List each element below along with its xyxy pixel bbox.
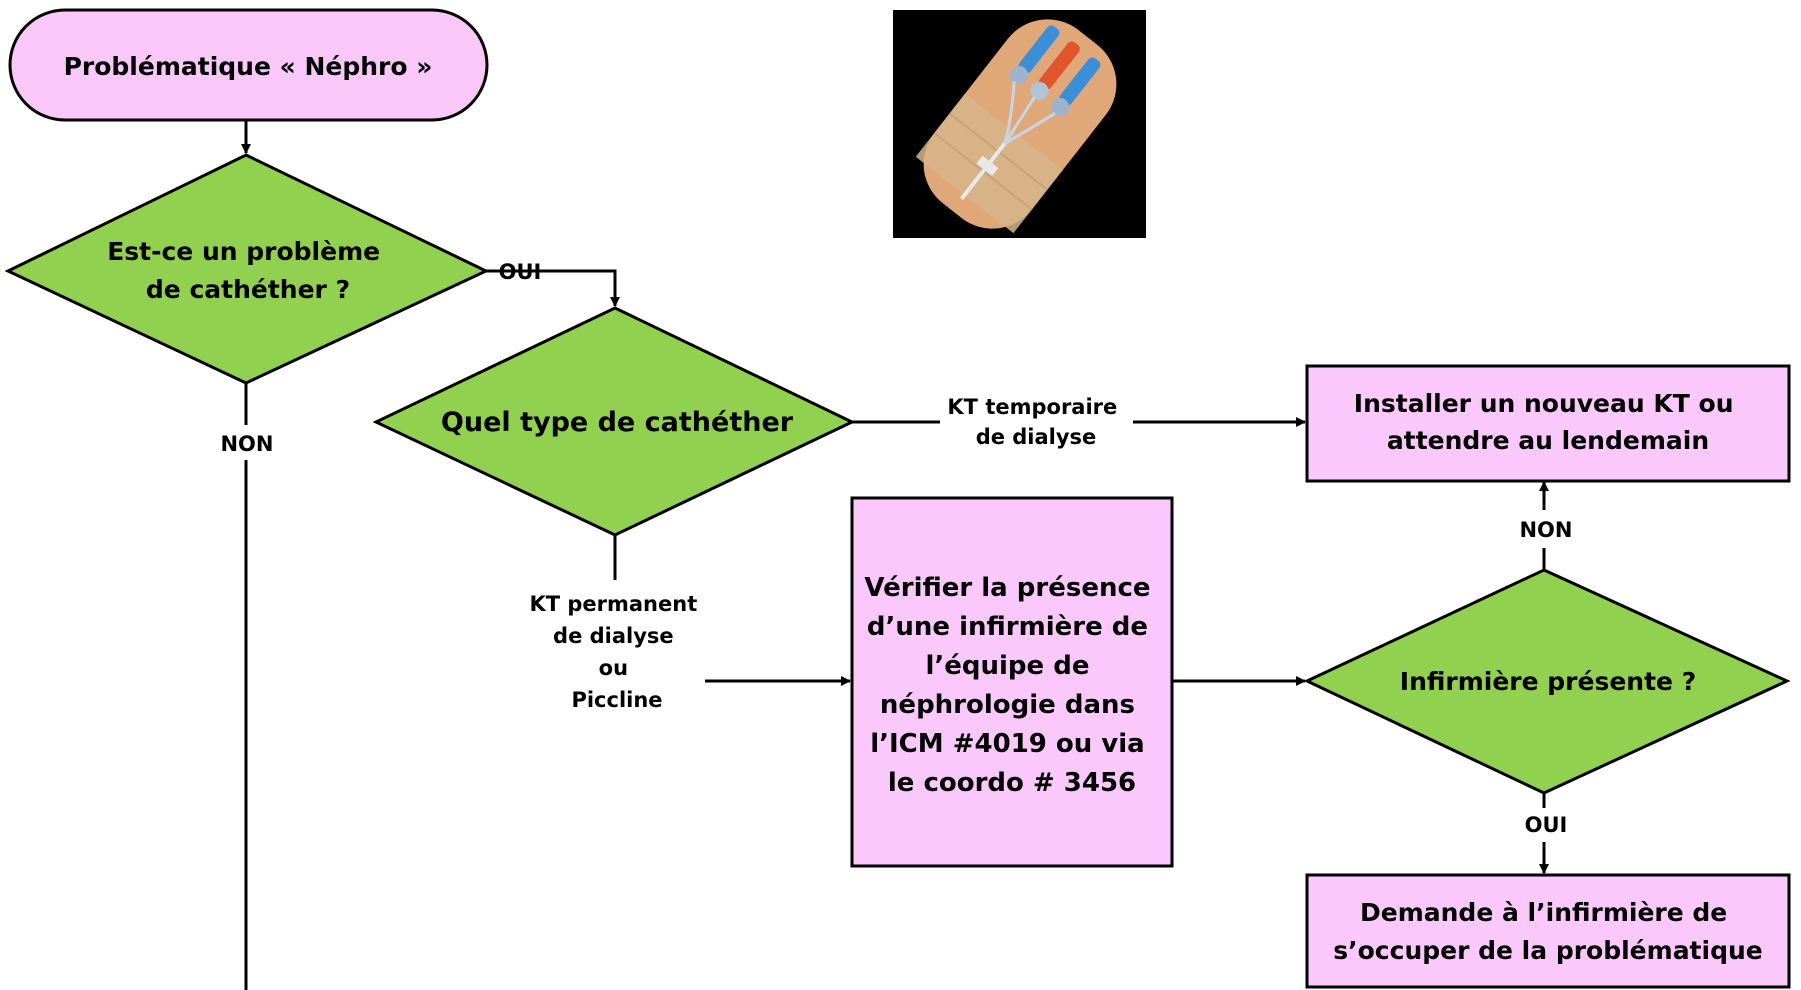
- decision-nurse-present: Infirmière présente ?: [1303, 568, 1791, 795]
- install-kt-line-1: Installer un nouveau KT ou: [1354, 389, 1734, 418]
- edge-label-perm-kt-line-3: ou: [599, 656, 628, 680]
- edge-label-temp-kt-line-2: de dialyse: [976, 425, 1097, 449]
- edge-q-catheter-yes-down: [555, 269, 620, 307]
- decision-catheter-line-2: de cathéther ?: [146, 275, 350, 304]
- process-verify-nurse-label: Vérifier la présence d’une infirmière de…: [864, 573, 1159, 798]
- edge-label-temp-kt: KT temporaire de dialyse: [947, 395, 1124, 449]
- process-ask-nurse: Demande à l’infirmière de s’occuper de l…: [1305, 873, 1791, 989]
- process-verify-nurse: Vérifier la présence d’une infirmière de…: [850, 496, 1174, 868]
- verify-line-6: le coordo # 3456: [888, 768, 1136, 798]
- process-ask-nurse-label: Demande à l’infirmière de s’occuper de l…: [1333, 898, 1762, 965]
- edge-label-catheter-yes: OUI: [499, 260, 542, 284]
- ask-nurse-line-2: s’occuper de la problématique: [1333, 936, 1762, 965]
- decision-catheter-problem: Est-ce un problème de cathéther ?: [4, 153, 490, 385]
- decision-nurse-present-label: Infirmière présente ?: [1400, 667, 1696, 696]
- catheter-arm-illustration-icon: [893, 10, 1146, 238]
- edge-label-perm-kt-line-4: Piccline: [571, 688, 662, 712]
- verify-line-4: néphrologie dans: [880, 690, 1135, 720]
- edge-label-perm-kt: KT permanent de dialyse ou Piccline: [529, 592, 704, 712]
- edge-label-temp-kt-line-1: KT temporaire: [947, 395, 1117, 419]
- process-install-kt: Installer un nouveau KT ou attendre au l…: [1305, 364, 1791, 483]
- edge-label-catheter-no: NON: [220, 432, 273, 456]
- decision-catheter-problem-label: Est-ce un problème de cathéther ?: [107, 237, 389, 304]
- install-kt-line-2: attendre au lendemain: [1387, 426, 1709, 455]
- edge-label-perm-kt-line-1: KT permanent: [529, 592, 697, 616]
- verify-line-5: l’ICM #4019 ou via: [870, 729, 1145, 759]
- edge-label-nurse-no: NON: [1519, 518, 1572, 542]
- decision-catheter-type: Quel type de cathéther: [372, 306, 856, 537]
- edge-label-nurse-yes: OUI: [1525, 813, 1568, 837]
- process-install-kt-label: Installer un nouveau KT ou attendre au l…: [1354, 389, 1742, 455]
- decision-catheter-line-1: Est-ce un problème: [107, 237, 380, 266]
- verify-line-1: Vérifier la présence: [864, 573, 1150, 603]
- start-node: Problématique « Néphro »: [8, 8, 489, 122]
- decision-catheter-type-label: Quel type de cathéther: [441, 407, 794, 438]
- ask-nurse-line-1: Demande à l’infirmière de: [1360, 898, 1727, 927]
- start-node-label: Problématique « Néphro »: [64, 52, 433, 81]
- verify-line-2: d’une infirmière de: [867, 612, 1148, 642]
- edge-label-perm-kt-line-2: de dialyse: [553, 624, 674, 648]
- connectors: [241, 120, 1549, 990]
- verify-line-3: l’équipe de: [925, 651, 1089, 681]
